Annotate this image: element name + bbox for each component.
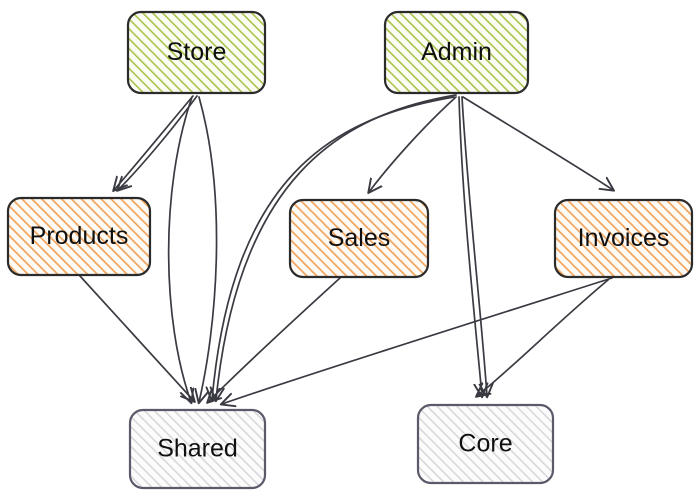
- edge-layer: [79, 94, 613, 404]
- edge-invoices-to-shared: [222, 277, 613, 404]
- node-shape-admin: [383, 10, 530, 95]
- edge-store-to-products: [118, 95, 198, 190]
- edge-store-to-shared: [199, 96, 218, 402]
- node-sales[interactable]: Sales: [288, 198, 430, 279]
- edge-admin-to-sales: [369, 96, 457, 192]
- node-products[interactable]: Products: [6, 196, 152, 277]
- edge-admin-to-core: [458, 96, 482, 396]
- edge-invoices-to-core: [477, 279, 609, 396]
- node-core[interactable]: Core: [416, 403, 555, 485]
- node-invoices[interactable]: Invoices: [553, 198, 694, 279]
- node-admin[interactable]: Admin: [383, 10, 530, 95]
- node-shape-shared: [128, 408, 267, 490]
- edge-admin-to-core: [461, 96, 487, 396]
- node-shape-invoices: [553, 198, 694, 279]
- edge-products-to-shared: [79, 275, 194, 401]
- edge-admin-to-invoices: [462, 96, 613, 190]
- node-store[interactable]: Store: [126, 10, 267, 95]
- edge-sales-to-shared: [208, 277, 341, 402]
- node-shape-sales: [288, 198, 430, 279]
- node-shape-products: [6, 196, 152, 277]
- edge-admin-to-shared: [216, 94, 457, 400]
- edge-store-to-products: [114, 95, 194, 190]
- edge-store-to-shared: [167, 96, 192, 402]
- node-shape-core: [416, 403, 555, 485]
- edge-admin-to-shared: [212, 96, 455, 400]
- node-shape-store: [126, 10, 267, 95]
- node-shared[interactable]: Shared: [128, 408, 267, 490]
